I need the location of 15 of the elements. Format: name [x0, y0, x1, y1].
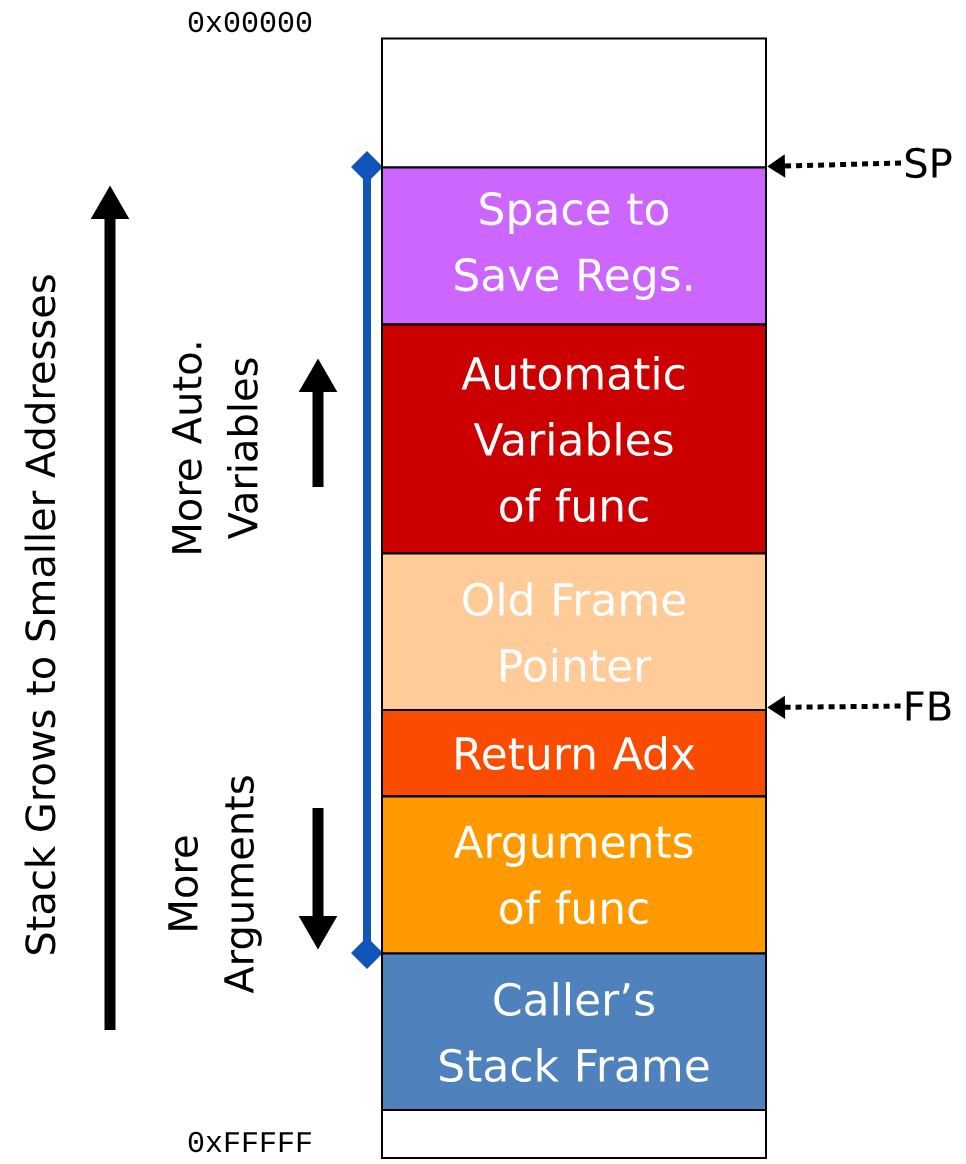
pointer-label: FB: [906, 691, 951, 721]
stack-frame-slot: Caller’s Stack Frame: [381, 952, 767, 1112]
memory-slot: [381, 37, 767, 169]
stack-frame-slot: Automatic Variables of func: [381, 323, 767, 555]
stack-frame-slot: Return Adx: [381, 709, 767, 797]
stack-frame-slot: Space to Save Regs.: [381, 166, 767, 326]
axis-label: Stack Grows to Smaller Addresses: [24, 275, 56, 954]
memory-slot: [381, 1109, 767, 1159]
address-label: 0xFFFFF: [188, 1131, 311, 1153]
stack-frame-slot: Old Frame Pointer: [381, 552, 767, 712]
direction-label: More Arguments: [168, 776, 262, 994]
direction-label: More Auto. Variables: [172, 343, 258, 553]
stack-frame-slot: Arguments of func: [381, 795, 767, 955]
pointer-label: SP: [905, 147, 952, 179]
address-label: 0x00000: [188, 11, 312, 33]
